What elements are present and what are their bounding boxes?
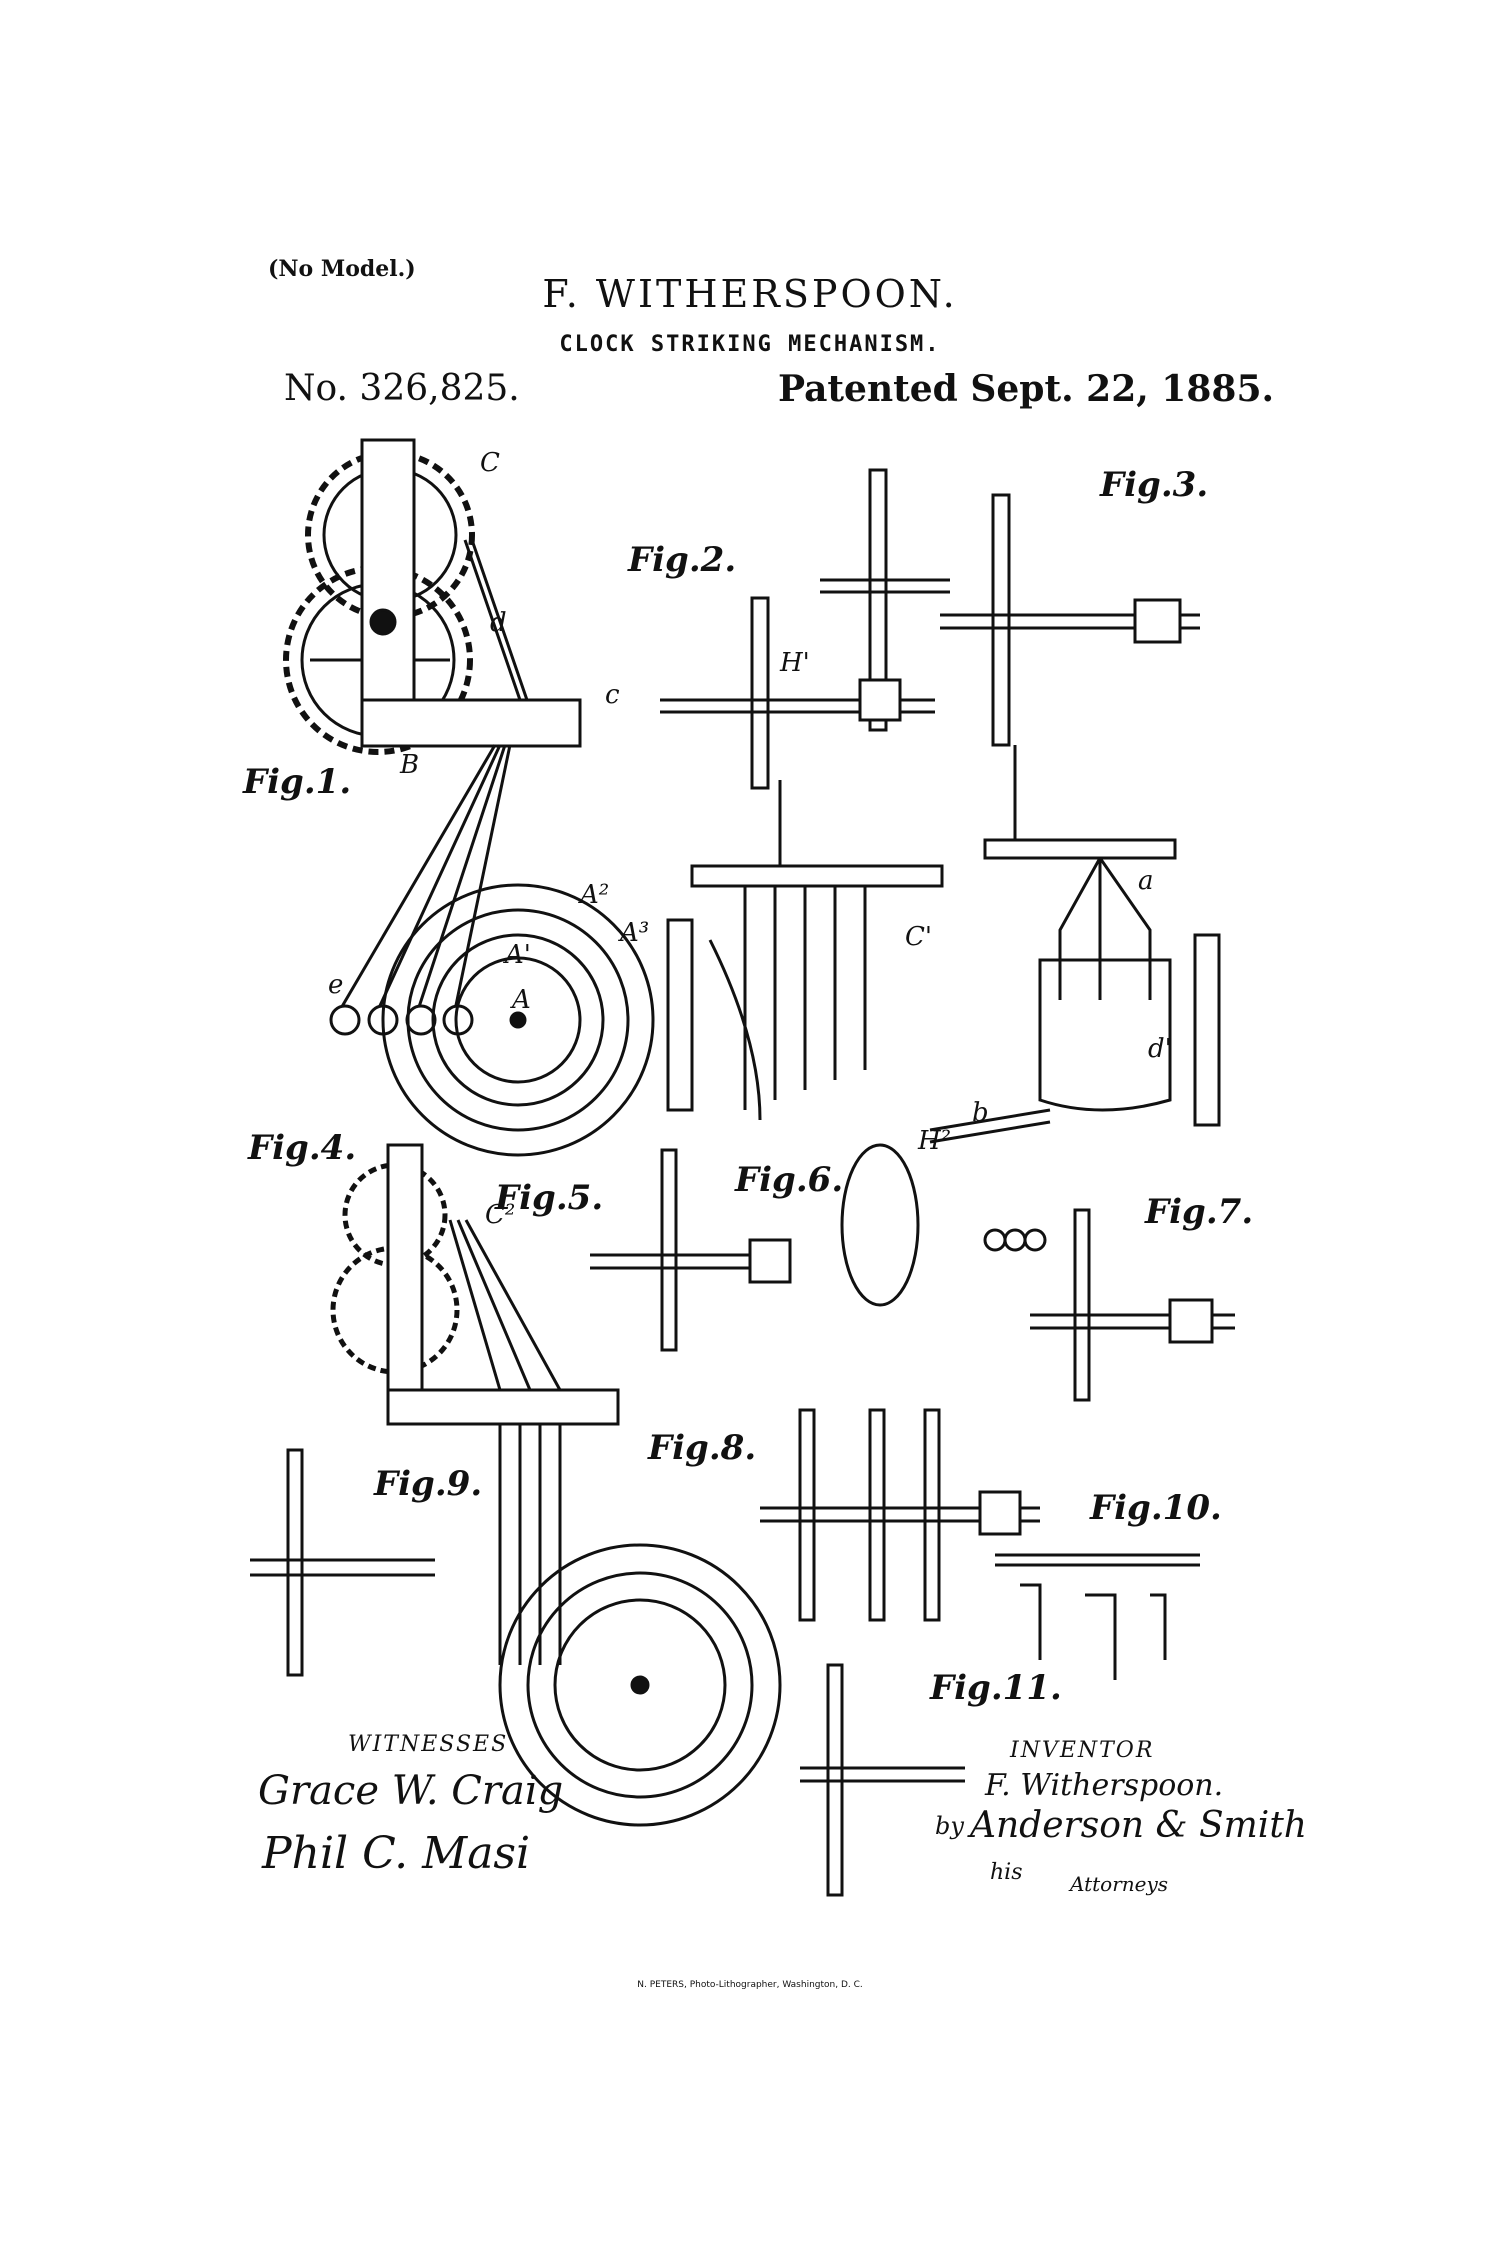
ref-letter-C: C xyxy=(480,448,500,478)
fig8-drawing xyxy=(760,1408,1040,1622)
model-note: (No Model.) xyxy=(268,256,416,282)
fig-8-label: Fig.8. xyxy=(648,1428,757,1468)
ref-letter-a: a xyxy=(1138,866,1154,896)
inventor-name: F. WITHERSPOON. xyxy=(542,272,958,316)
fig-1-label: Fig.1. xyxy=(243,762,352,802)
fig-10-label: Fig.10. xyxy=(1090,1488,1222,1528)
fig-11-label: Fig.11. xyxy=(930,1668,1062,1708)
ref-letter-A: A xyxy=(512,985,531,1015)
ref-letter-b: b xyxy=(972,1098,989,1128)
fig9-drawing xyxy=(250,1424,782,1827)
fig11-drawing xyxy=(800,1663,965,1897)
fig-4-label: Fig.4. xyxy=(248,1128,357,1168)
ref-letter-A2: A² xyxy=(580,880,610,910)
ref-letter-B: B xyxy=(400,750,420,780)
patent-title: CLOCK STRIKING MECHANISM. xyxy=(559,332,941,357)
witness-2-signature: Phil C. Masi xyxy=(262,1828,531,1879)
patent-date: Patented Sept. 22, 1885. xyxy=(778,368,1275,410)
fig6-drawing xyxy=(840,1108,1051,1307)
fig10-drawing xyxy=(995,1553,1200,1680)
fig4-drawing xyxy=(330,1143,620,1426)
ref-letter-C2: C² xyxy=(485,1200,516,1230)
ref-letter-C1: C' xyxy=(905,922,933,952)
patent-number: No. 326,825. xyxy=(284,368,520,409)
fig-7-label: Fig.7. xyxy=(1145,1192,1254,1232)
witness-1-signature: Grace W. Craig xyxy=(258,1768,564,1814)
ref-letter-e: e xyxy=(328,970,344,1000)
inventor-caption: INVENTOR xyxy=(1010,1738,1155,1763)
fig-9-label: Fig.9. xyxy=(374,1464,483,1504)
lithographer-credit: N. PETERS, Photo-Lithographer, Washingto… xyxy=(637,1980,863,1990)
fig-2-label: Fig.2. xyxy=(628,540,737,580)
attorneys-signature: Anderson & Smith xyxy=(970,1805,1307,1846)
ref-letter-H2: H² xyxy=(918,1126,952,1156)
fig3-drawing xyxy=(940,493,1221,1127)
fig7-drawing xyxy=(1030,1208,1235,1402)
ref-letter-A3: A³ xyxy=(620,918,650,948)
fig-6-label: Fig.6. xyxy=(735,1160,844,1200)
fig5-drawing xyxy=(590,1148,792,1352)
ref-letter-A1: A' xyxy=(505,940,531,970)
fig-3-label: Fig.3. xyxy=(1100,465,1209,505)
by-text: by xyxy=(935,1812,964,1840)
ref-letter-H1: H' xyxy=(780,648,810,678)
ref-letter-d: d xyxy=(490,608,507,638)
his-text: his xyxy=(990,1860,1023,1885)
witnesses-caption: WITNESSES xyxy=(348,1732,509,1757)
fig2-drawing xyxy=(660,468,950,1121)
ref-letter-c: c xyxy=(605,680,620,710)
fig1-drawing xyxy=(283,438,655,1157)
inventor-signature: F. Witherspoon. xyxy=(985,1768,1224,1803)
fig-5-label: Fig.5. xyxy=(495,1178,604,1218)
ref-letter-d1: d' xyxy=(1148,1034,1172,1064)
attorneys-caption: Attorneys xyxy=(1070,1872,1169,1896)
